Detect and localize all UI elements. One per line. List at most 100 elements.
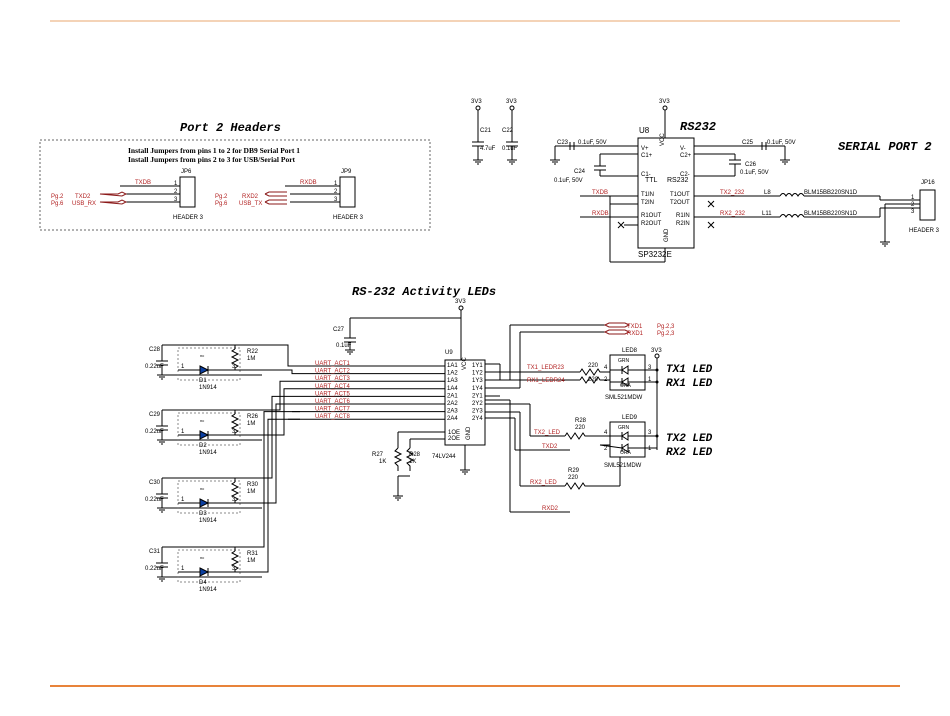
cap-value-1: 0.22uF xyxy=(145,364,164,370)
rs232-title: RS232 xyxy=(680,120,716,134)
txdb-net: TXDB xyxy=(592,190,608,196)
jp6-part: HEADER 3 xyxy=(173,215,204,221)
u8-3v3: 3V3 xyxy=(659,99,670,105)
svg-text:T1IN: T1IN xyxy=(641,192,654,198)
led8-part: SML521MDW xyxy=(605,395,643,401)
r27-ref: R27 xyxy=(372,452,384,458)
u9-in-4: 2A1 xyxy=(447,393,458,399)
port2-note-2: Install Jumpers from pins 2 to 3 for USB… xyxy=(128,155,296,164)
right-signal-2: USB_TX xyxy=(239,201,262,207)
rxd1-page: Pg.2,3 xyxy=(657,331,675,337)
svg-text:ORA: ORA xyxy=(620,450,632,456)
u8-rs: RS232 xyxy=(667,177,689,184)
svg-text:1: 1 xyxy=(181,429,185,435)
l8-part: BLM15BB220SN1D xyxy=(804,190,858,196)
txd1-net: TXD1 xyxy=(627,324,643,330)
left-pg-2: Pg.6 xyxy=(51,201,64,207)
uart-act-4: UART_ACT4 xyxy=(315,384,351,390)
svg-text:1: 1 xyxy=(648,377,652,383)
diode-ref-4: D4 xyxy=(199,580,207,586)
rx2-232-net: RX2_232 xyxy=(720,211,746,217)
u9-out-5: 2Y2 xyxy=(472,401,483,407)
r29-ref: R29 xyxy=(568,468,580,474)
svg-text:3: 3 xyxy=(232,566,236,572)
svg-text:2OE: 2OE xyxy=(448,436,460,442)
diode-ref-2: D2 xyxy=(199,443,207,449)
svg-text:ORA: ORA xyxy=(620,383,632,389)
svg-text:1OE: 1OE xyxy=(448,430,460,436)
l11-bead xyxy=(779,214,805,218)
svg-text:3: 3 xyxy=(648,430,652,436)
u8-ttl: TTL xyxy=(645,177,658,184)
cap-value-3: 0.22uF xyxy=(145,497,164,503)
c22-ref: C22 xyxy=(502,128,514,134)
svg-text:1: 1 xyxy=(181,497,185,503)
r27-value: 1K xyxy=(379,459,386,465)
cap-ref-1: C28 xyxy=(149,347,161,353)
uart-act-1: UART_ACT1 xyxy=(315,361,351,367)
c23-ref: C23 xyxy=(557,140,569,146)
u9-out-2: 1Y3 xyxy=(472,378,483,384)
res-ref-3: R30 xyxy=(247,482,259,488)
svg-text:GRN: GRN xyxy=(618,425,630,431)
svg-text:1: 1 xyxy=(648,446,652,452)
rx1-led-label: RX1 LED xyxy=(666,378,713,390)
svg-text:2: 2 xyxy=(174,189,178,195)
led9-ref: LED9 xyxy=(622,415,638,421)
u9-in-6: 2A3 xyxy=(447,409,458,415)
tx1-ledr-net: TX1_LEDR23 xyxy=(527,365,565,371)
jp16-part: HEADER 3 xyxy=(909,228,940,234)
diode-ref-1: D1 xyxy=(199,378,207,384)
uart-act-7: UART_ACT7 xyxy=(315,407,351,413)
res-value-2: 1M xyxy=(247,421,255,427)
uart-act-2: UART_ACT2 xyxy=(315,369,351,375)
r29-value: 220 xyxy=(568,475,579,481)
diode-value-2: 1N914 xyxy=(199,450,217,456)
jp6-connector xyxy=(179,176,196,208)
svg-text:1: 1 xyxy=(181,364,185,370)
svg-text:3: 3 xyxy=(174,197,178,203)
c21-3v3: 3V3 xyxy=(471,99,482,105)
left-signal-1: TXD2 xyxy=(75,194,91,200)
c21-value: 4.7uF xyxy=(480,146,496,152)
c27-value: 0.1uF xyxy=(336,343,352,349)
u9-in-1: 1A2 xyxy=(447,371,458,377)
c27-ref: C27 xyxy=(333,327,345,333)
l8-bead xyxy=(779,193,805,197)
svg-text:3: 3 xyxy=(232,364,236,370)
right-pg-1: Pg.2 xyxy=(215,194,228,200)
svg-text:V-: V- xyxy=(680,146,686,152)
u9-out-7: 2Y4 xyxy=(472,416,483,422)
svg-text:T2IN: T2IN xyxy=(641,200,654,206)
svg-text:GND: GND xyxy=(466,426,472,440)
tx2-232-net: TX2_232 xyxy=(720,190,745,196)
svg-text:2: 2 xyxy=(911,202,915,208)
cap-ref-4: C31 xyxy=(149,549,161,555)
u9-out-1: 1Y2 xyxy=(472,371,483,377)
r23-value: 220 xyxy=(588,363,599,369)
port2-headers-block: Port 2 Headers Install Jumpers from pins… xyxy=(39,121,431,231)
jp16-connector xyxy=(919,189,936,221)
svg-text:C1+: C1+ xyxy=(641,153,653,159)
u9-ref: U9 xyxy=(445,350,453,356)
r28-value: 220 xyxy=(575,425,586,431)
u9-out-4: 2Y1 xyxy=(472,393,483,399)
u8-ref: U8 xyxy=(639,126,650,135)
res-value-4: 1M xyxy=(247,558,255,564)
serial-port2-title: SERIAL PORT 2 xyxy=(838,140,932,154)
jp9-label: JP9 xyxy=(341,169,352,175)
c21-ref: C21 xyxy=(480,128,492,134)
u9-part: 74LV244 xyxy=(432,454,456,460)
svg-text:R2IN: R2IN xyxy=(676,221,690,227)
svg-text:R2OUT: R2OUT xyxy=(641,221,662,227)
tx2-led-net: TX2_LED xyxy=(534,430,561,436)
l8-ref: L8 xyxy=(764,190,771,196)
jp9-connector xyxy=(339,176,356,208)
svg-text:2: 2 xyxy=(604,377,608,383)
res-value-3: 1M xyxy=(247,489,255,495)
left-signal-2: USB_RX xyxy=(72,201,96,207)
uart-act-8: UART_ACT8 xyxy=(315,414,351,420)
